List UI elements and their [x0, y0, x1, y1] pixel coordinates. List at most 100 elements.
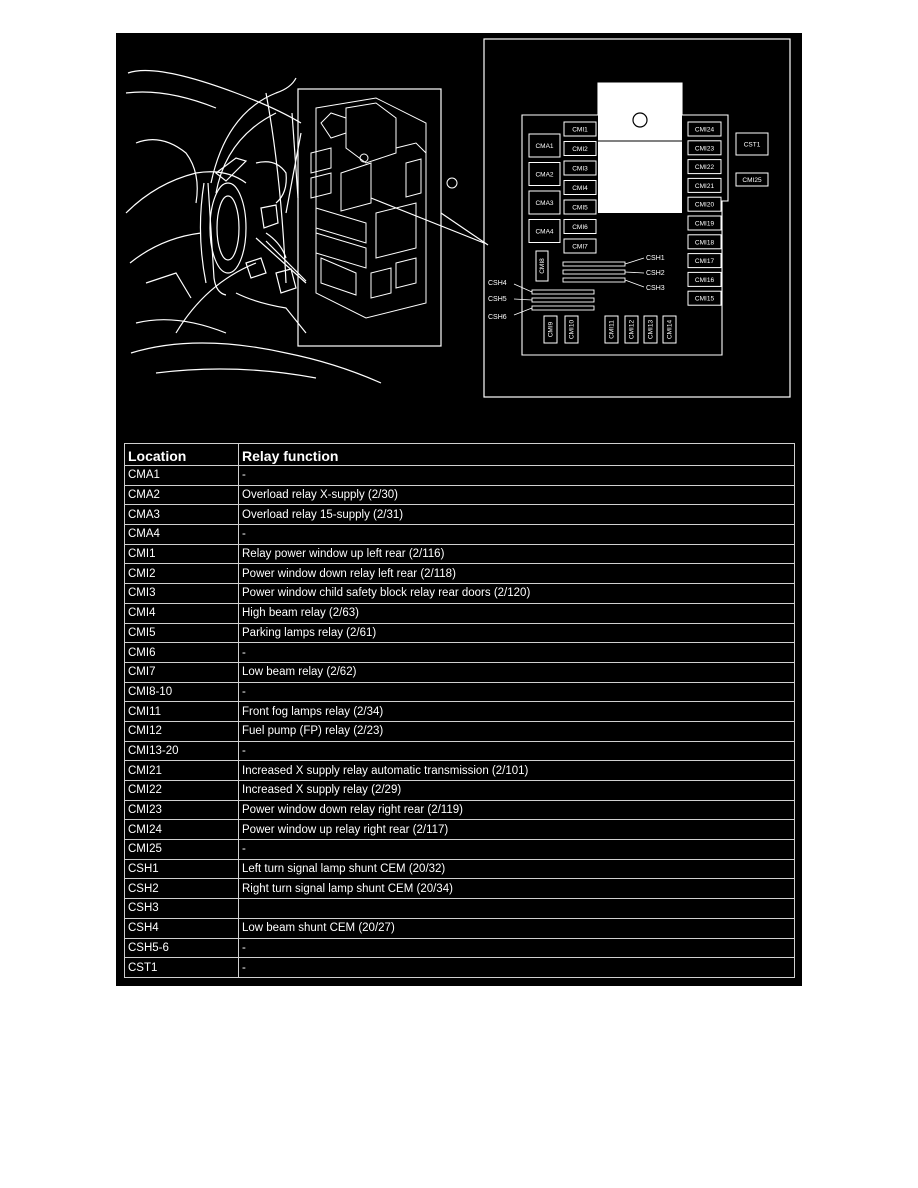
relay-slot-label: CMI6	[572, 224, 588, 231]
relay-slot: CMA2	[528, 162, 561, 186]
location-cell: CMI3	[124, 583, 239, 604]
relay-slot-label: CMI24	[695, 127, 715, 134]
table-row: CST1-	[124, 957, 795, 978]
location-cell: CMI22	[124, 780, 239, 801]
table-row: CMI8-10-	[124, 681, 795, 703]
location-cell: CST1	[124, 957, 239, 978]
relay-slot: CMA3	[528, 190, 561, 215]
relay-slot-label: CMI18	[695, 239, 715, 246]
header-location: Location	[124, 443, 239, 466]
relay-slot: CMI18	[687, 234, 722, 250]
location-cell: CMI23	[124, 799, 239, 821]
location-cell: CMI7	[124, 661, 239, 683]
relay-function-cell: -	[238, 740, 795, 762]
location-cell: CSH4	[124, 917, 239, 939]
relay-slot: CMI20	[687, 196, 722, 212]
relay-function-cell: Front fog lamps relay (2/34)	[238, 701, 795, 722]
shunt-leader	[513, 307, 533, 316]
location-cell: CSH2	[124, 878, 239, 900]
relay-slot: CMA4	[528, 219, 561, 243]
relay-slot: CMI13	[643, 315, 658, 344]
location-cell: CMI8-10	[124, 681, 239, 703]
table-row: CSH3	[124, 898, 795, 919]
location-cell: CMI5	[124, 622, 239, 644]
relay-slot: CMI4	[563, 180, 597, 195]
relay-slot: CST1	[735, 132, 769, 156]
location-cell: CMI6	[124, 642, 239, 663]
relay-slot-label: CMI25	[742, 177, 762, 184]
relay-slot-label: CMI4	[572, 185, 588, 192]
car-interior-sketch	[125, 69, 382, 384]
shunt-leader	[624, 279, 645, 288]
relay-slot-label: CMA4	[535, 229, 553, 236]
relay-function-cell: High beam relay (2/63)	[238, 602, 795, 624]
shunt-bar	[531, 305, 595, 311]
shunt-bar	[562, 261, 626, 267]
shunt-label: CSH3	[646, 285, 665, 292]
relay-function-cell: Low beam shunt CEM (20/27)	[238, 917, 795, 939]
relay-slot: CMI12	[624, 315, 639, 344]
location-cell: CMA4	[124, 524, 239, 545]
location-cell: CMA3	[124, 504, 239, 526]
relay-slot-label: CMI1	[572, 127, 588, 134]
relay-slot-label: CMI7	[572, 244, 588, 251]
location-cell: CMI21	[124, 760, 239, 781]
shunt-leader	[513, 298, 533, 301]
relay-function-cell: Low beam relay (2/62)	[238, 661, 795, 683]
location-cell: CMI1	[124, 543, 239, 565]
relay-slot: CMI6	[563, 219, 597, 234]
relay-slot: CMI23	[687, 140, 722, 156]
table-row: CMI13-20-	[124, 740, 795, 762]
location-cell: CMA1	[124, 465, 239, 486]
location-cell: CMI12	[124, 720, 239, 742]
shunt-label: CSH6	[488, 314, 507, 321]
relay-slot-label: CMI3	[572, 166, 588, 173]
relay-slot: CMI24	[687, 121, 722, 137]
shunt-label: CSH4	[488, 280, 507, 287]
relay-function-cell: Power window up relay right rear (2/117)	[238, 819, 795, 841]
relay-slot: CMI14	[662, 315, 677, 344]
location-cell: CSH5-6	[124, 937, 239, 959]
relay-slot-label: CMI21	[695, 183, 715, 190]
shunt-label: CSH5	[488, 296, 507, 303]
relay-slot-label: CMI9	[548, 321, 555, 337]
relay-function-cell: Overload relay X-supply (2/30)	[238, 484, 795, 506]
relay-function-cell: Fuel pump (FP) relay (2/23)	[238, 720, 795, 742]
table-row: CMA1-	[124, 465, 795, 486]
location-cell: CMI2	[124, 563, 239, 585]
relay-function-cell: Left turn signal lamp shunt CEM (20/32)	[238, 858, 795, 880]
relay-slot: CMA1	[528, 133, 561, 158]
relay-slot-label: CMI15	[695, 296, 715, 303]
relay-function-cell: -	[238, 681, 795, 703]
relay-slot-label: CMI16	[695, 277, 715, 284]
location-cell: CMI11	[124, 701, 239, 722]
relay-slot-label: CMI19	[695, 221, 715, 228]
table-header-row: Location Relay function	[124, 443, 795, 466]
relay-function-cell: Power window down relay left rear (2/118…	[238, 563, 795, 585]
location-cell: CSH3	[124, 898, 239, 919]
right-relay-column: CMI24CMI23CMI22CMI21CMI20CMI19CMI18CMI17…	[687, 121, 722, 306]
relay-function-cell: Increased X supply relay (2/29)	[238, 780, 795, 801]
relay-function-cell: -	[238, 937, 795, 959]
location-cell: CMI24	[124, 819, 239, 841]
shunt-leader	[624, 271, 645, 274]
